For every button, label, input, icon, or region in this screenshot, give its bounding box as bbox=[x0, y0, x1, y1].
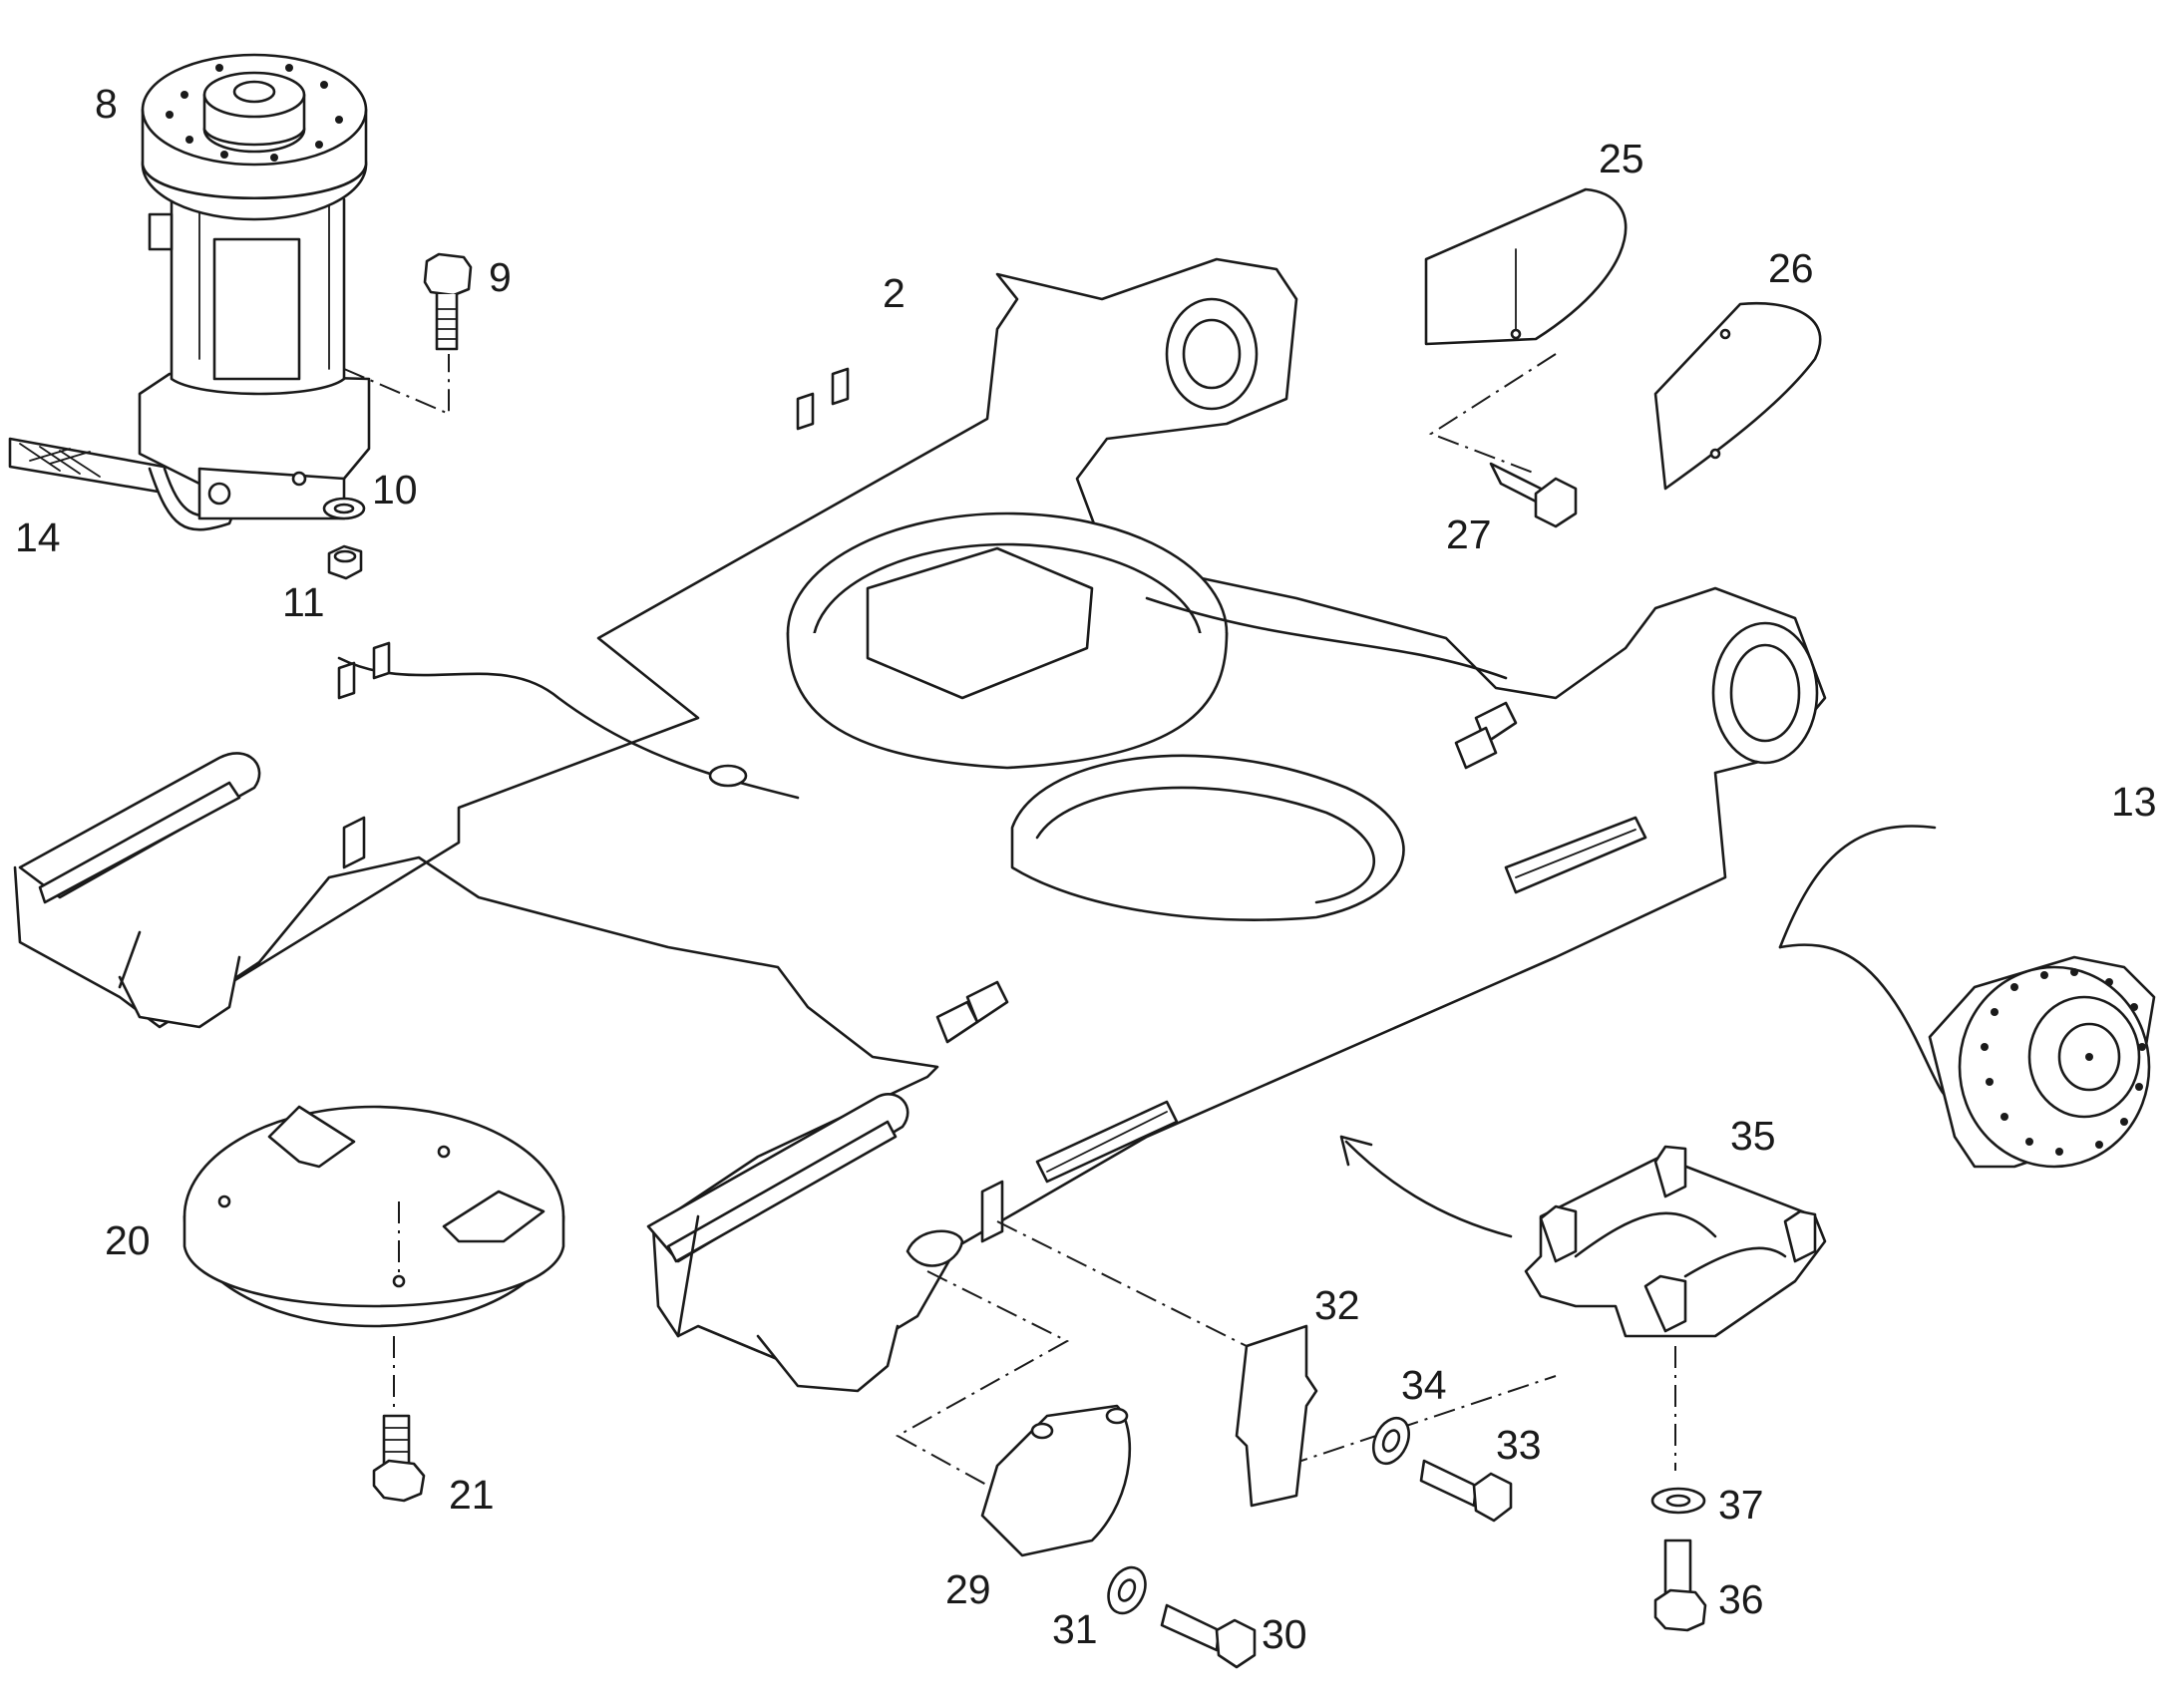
leader-29 bbox=[895, 1270, 1070, 1492]
nut-11 bbox=[327, 544, 363, 580]
bolt-36 bbox=[1653, 1538, 1707, 1632]
bolt-33 bbox=[1419, 1459, 1513, 1523]
callout-37: 37 bbox=[1718, 1482, 1764, 1528]
callout-13: 13 bbox=[2111, 779, 2157, 825]
callout-34: 34 bbox=[1401, 1362, 1447, 1408]
bolt-27 bbox=[1489, 462, 1578, 528]
direction-arrow bbox=[1344, 1140, 1513, 1238]
callout-14: 14 bbox=[15, 514, 61, 560]
callout-9: 9 bbox=[489, 254, 512, 300]
callout-29: 29 bbox=[945, 1566, 991, 1612]
leader-27 bbox=[1428, 353, 1557, 475]
washer-31 bbox=[1107, 1565, 1147, 1615]
callout-27: 27 bbox=[1446, 512, 1492, 557]
callout-32: 32 bbox=[1314, 1282, 1360, 1328]
callout-35: 35 bbox=[1730, 1113, 1776, 1159]
callout-30: 30 bbox=[1262, 1611, 1307, 1657]
callout-20: 20 bbox=[105, 1217, 151, 1263]
plate-32 bbox=[1235, 1324, 1318, 1508]
arrow-head bbox=[1339, 1135, 1373, 1167]
leader-32 bbox=[996, 1220, 1248, 1347]
callout-36: 36 bbox=[1718, 1576, 1764, 1622]
swivel-joint-part bbox=[8, 53, 450, 531]
callout-31: 31 bbox=[1052, 1606, 1098, 1652]
sprocket-13 bbox=[1778, 825, 2156, 1169]
washer-37 bbox=[1650, 1487, 1706, 1515]
callout-11: 11 bbox=[282, 579, 325, 625]
bolt-9 bbox=[423, 252, 473, 351]
undercarriage-frame-part bbox=[13, 257, 1827, 1393]
callout-25: 25 bbox=[1599, 136, 1644, 181]
callout-26: 26 bbox=[1768, 245, 1814, 291]
cover-26 bbox=[1653, 301, 1822, 491]
cover-plate-20 bbox=[182, 1105, 565, 1328]
bolt-21 bbox=[372, 1414, 426, 1503]
callout-21: 21 bbox=[449, 1472, 495, 1518]
callout-2: 2 bbox=[883, 270, 906, 316]
washer-10 bbox=[322, 497, 366, 520]
callout-33: 33 bbox=[1496, 1422, 1542, 1468]
washer-34 bbox=[1372, 1416, 1410, 1466]
cover-25 bbox=[1424, 187, 1628, 346]
callout-8: 8 bbox=[95, 81, 118, 127]
cover-29 bbox=[980, 1404, 1132, 1557]
track-guide-35 bbox=[1524, 1145, 1827, 1338]
callout-10: 10 bbox=[372, 467, 418, 512]
bolt-30 bbox=[1160, 1603, 1257, 1669]
leader-34 bbox=[1285, 1375, 1557, 1467]
